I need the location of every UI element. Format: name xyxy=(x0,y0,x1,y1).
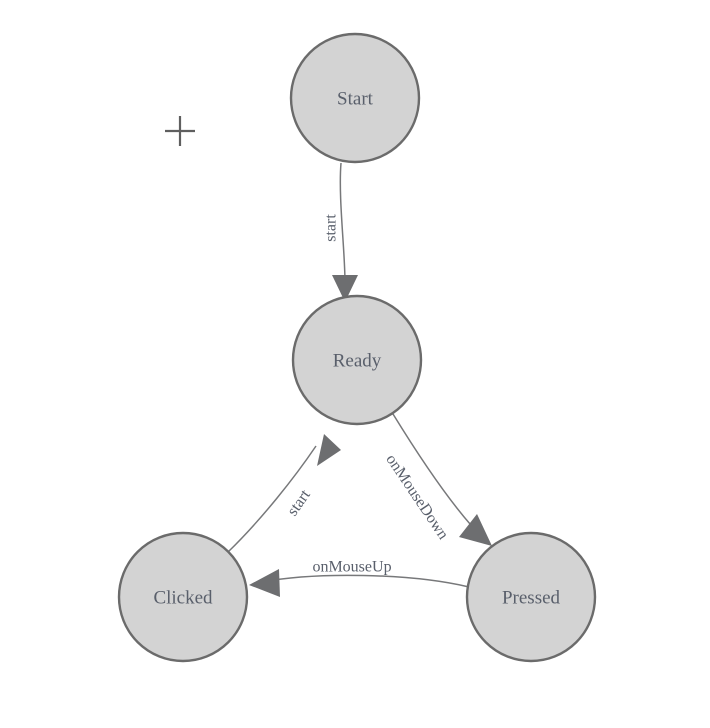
edge-label-ready-to-pressed: onMouseDown xyxy=(382,451,451,542)
state-node-ready-label: Ready xyxy=(333,351,382,372)
edge-clicked-to-ready-line xyxy=(227,445,317,553)
edge-label-start-to-ready: start xyxy=(323,214,340,242)
state-node-clicked-circle xyxy=(117,531,249,663)
state-node-ready-circle xyxy=(291,294,423,426)
state-node-pressed-label: Pressed xyxy=(502,588,561,609)
state-node-pressed[interactable]: Pressed xyxy=(465,531,597,663)
edge-label-clicked-to-ready: start xyxy=(284,486,314,519)
state-node-start-circle xyxy=(289,32,421,164)
state-node-clicked[interactable]: Clicked xyxy=(117,531,249,663)
edge-ready-to-pressed[interactable]: onMouseDown xyxy=(382,413,492,546)
edge-pressed-to-clicked-arrowhead xyxy=(249,569,280,597)
state-node-start[interactable]: Start xyxy=(289,32,421,164)
state-node-clicked-label: Clicked xyxy=(153,588,213,609)
state-node-ready[interactable]: Ready xyxy=(291,294,423,426)
state-node-pressed-circle xyxy=(465,531,597,663)
edge-ready-to-pressed-arrowhead xyxy=(459,514,492,546)
edge-start-to-ready-arrowhead xyxy=(332,275,358,302)
edge-label-pressed-to-clicked: onMouseUp xyxy=(312,559,391,576)
edge-clicked-to-ready-arrowhead xyxy=(317,434,341,466)
edge-clicked-to-ready[interactable]: start xyxy=(227,434,341,553)
edge-start-to-ready-line xyxy=(339,162,346,291)
edge-pressed-to-clicked[interactable]: onMouseUp xyxy=(249,559,470,598)
state-node-start-label: Start xyxy=(337,89,374,110)
edge-start-to-ready[interactable]: start xyxy=(323,162,359,302)
edge-pressed-to-clicked-line xyxy=(261,574,470,588)
crosshair-marker xyxy=(165,116,195,146)
